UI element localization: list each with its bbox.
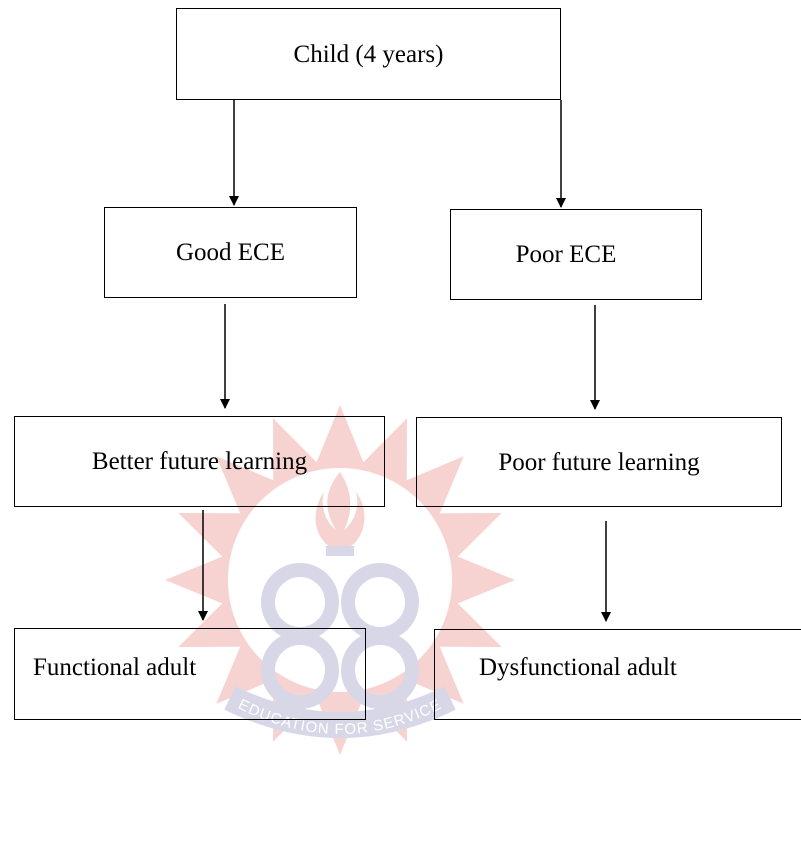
node-child-label: Child (4 years) — [293, 40, 444, 68]
node-poor-ece-label: Poor ECE — [515, 241, 617, 268]
node-dysfunctional-adult-label: Dysfunctional adult — [479, 654, 677, 681]
watermark-knot-icon — [261, 563, 419, 709]
node-better-future-learning: Better future learning — [14, 416, 385, 507]
watermark-emblem: EDUCATION FOR SERVICE — [165, 405, 515, 755]
node-poor-future-learning: Poor future learning — [416, 417, 782, 507]
node-better-future-learning-label: Better future learning — [91, 448, 308, 475]
node-functional-adult-label: Functional adult — [33, 653, 197, 681]
node-poor-ece: Poor ECE — [450, 209, 702, 300]
node-child: Child (4 years) — [176, 8, 561, 100]
node-dysfunctional-adult: Dysfunctional adult — [434, 629, 801, 720]
watermark-flame-icon — [315, 472, 365, 556]
watermark-sun-rays — [165, 405, 515, 755]
node-good-ece-label: Good ECE — [175, 239, 286, 266]
node-functional-adult: Functional adult — [14, 628, 366, 720]
node-poor-future-learning-label: Poor future learning — [498, 448, 700, 476]
node-good-ece: Good ECE — [104, 207, 357, 298]
